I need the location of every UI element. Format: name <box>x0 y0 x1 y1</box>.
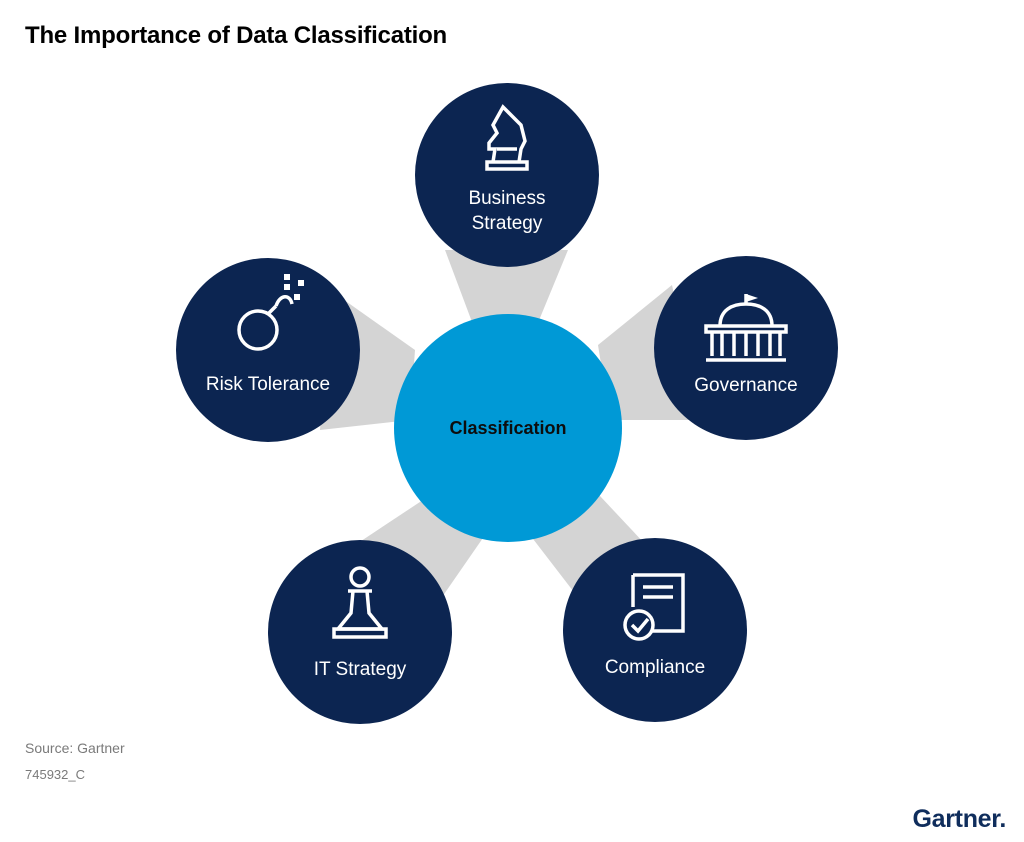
node-label: Compliance <box>605 657 705 678</box>
chess-knight-icon <box>485 104 529 171</box>
node-circle <box>415 83 599 267</box>
government-building-icon <box>704 294 788 362</box>
center-circle <box>394 314 622 542</box>
node-label: Business <box>468 188 545 209</box>
node-business-strategy: Business Strategy <box>415 83 599 267</box>
node-it-strategy: IT Strategy <box>268 540 452 724</box>
figure-id: 745932_C <box>25 767 85 782</box>
node-label: Governance <box>694 375 798 396</box>
node-compliance: Compliance <box>563 538 747 722</box>
logo-dot: . <box>999 805 1006 833</box>
node-label: IT Strategy <box>314 659 407 680</box>
center-node: Classification <box>394 314 622 542</box>
document-check-icon <box>623 573 685 641</box>
logo-text: Gartner <box>912 805 1000 833</box>
gartner-logo: Gartner. <box>913 805 1007 834</box>
node-risk-tolerance: Risk Tolerance <box>176 258 360 442</box>
node-circle <box>268 540 452 724</box>
node-governance: Governance <box>654 256 838 440</box>
source-note: Source: Gartner <box>25 740 125 756</box>
bomb-icon <box>237 274 304 351</box>
connector-business-strategy <box>445 250 568 330</box>
node-label: Risk Tolerance <box>206 374 330 395</box>
page-title: The Importance of Data Classification <box>25 22 448 49</box>
node-circle <box>176 258 360 442</box>
center-label: Classification <box>449 418 566 438</box>
chess-pawn-icon <box>332 566 388 639</box>
node-label: Strategy <box>472 213 543 234</box>
